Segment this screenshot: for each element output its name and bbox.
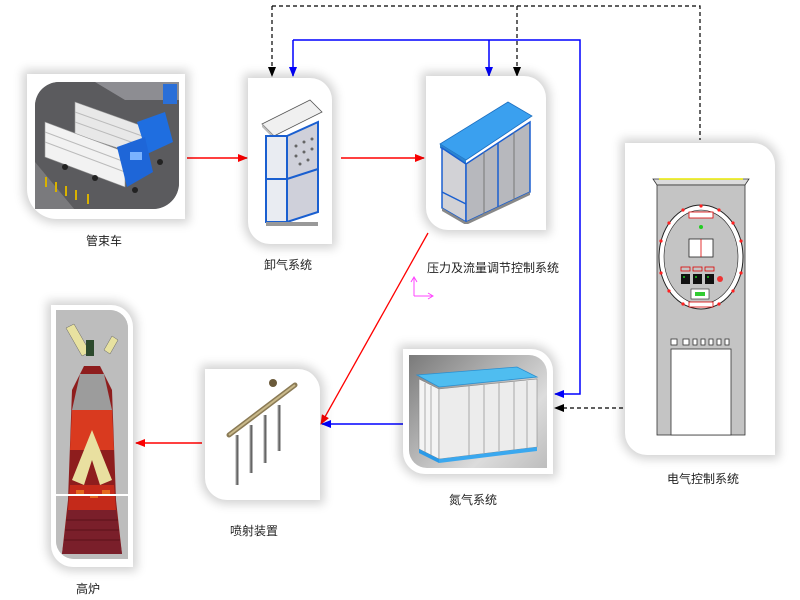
node-pressure-flow-control-system[interactable] [426,76,546,230]
label-injection-device: 喷射装置 [229,524,279,538]
node-unloading-system[interactable] [248,78,332,244]
nitrogen-container-image [415,366,539,463]
signal-line-header [272,5,701,140]
blast-furnace-image [56,310,128,559]
label-unloading-system: 卸气系统 [263,258,313,272]
gas-line-pressure-to-injection [320,232,429,425]
nitrogen-header-line [293,39,581,398]
node-blast-furnace[interactable] [51,305,133,567]
tube-trailer-image [35,82,179,209]
electrical-cabinet-image [652,178,750,436]
node-electrical-control-system[interactable] [625,143,775,455]
label-tube-trailer: 管束车 [85,234,123,248]
node-tube-trailer[interactable] [27,74,185,219]
label-nitrogen-system: 氮气系统 [448,493,498,507]
label-electrical-control-system: 电气控制系统 [666,472,740,486]
node-injection-device[interactable] [205,369,320,500]
node-nitrogen-system[interactable] [403,349,553,474]
label-blast-furnace: 高炉 [75,582,101,596]
axis-marker-icon [410,276,434,300]
injection-lance-image [226,379,298,485]
pressure-control-cabinet-image [439,101,533,224]
unloading-cabinet-image [261,99,323,226]
label-pressure-flow-control-system: 压力及流量调节控制系统 [426,261,560,275]
